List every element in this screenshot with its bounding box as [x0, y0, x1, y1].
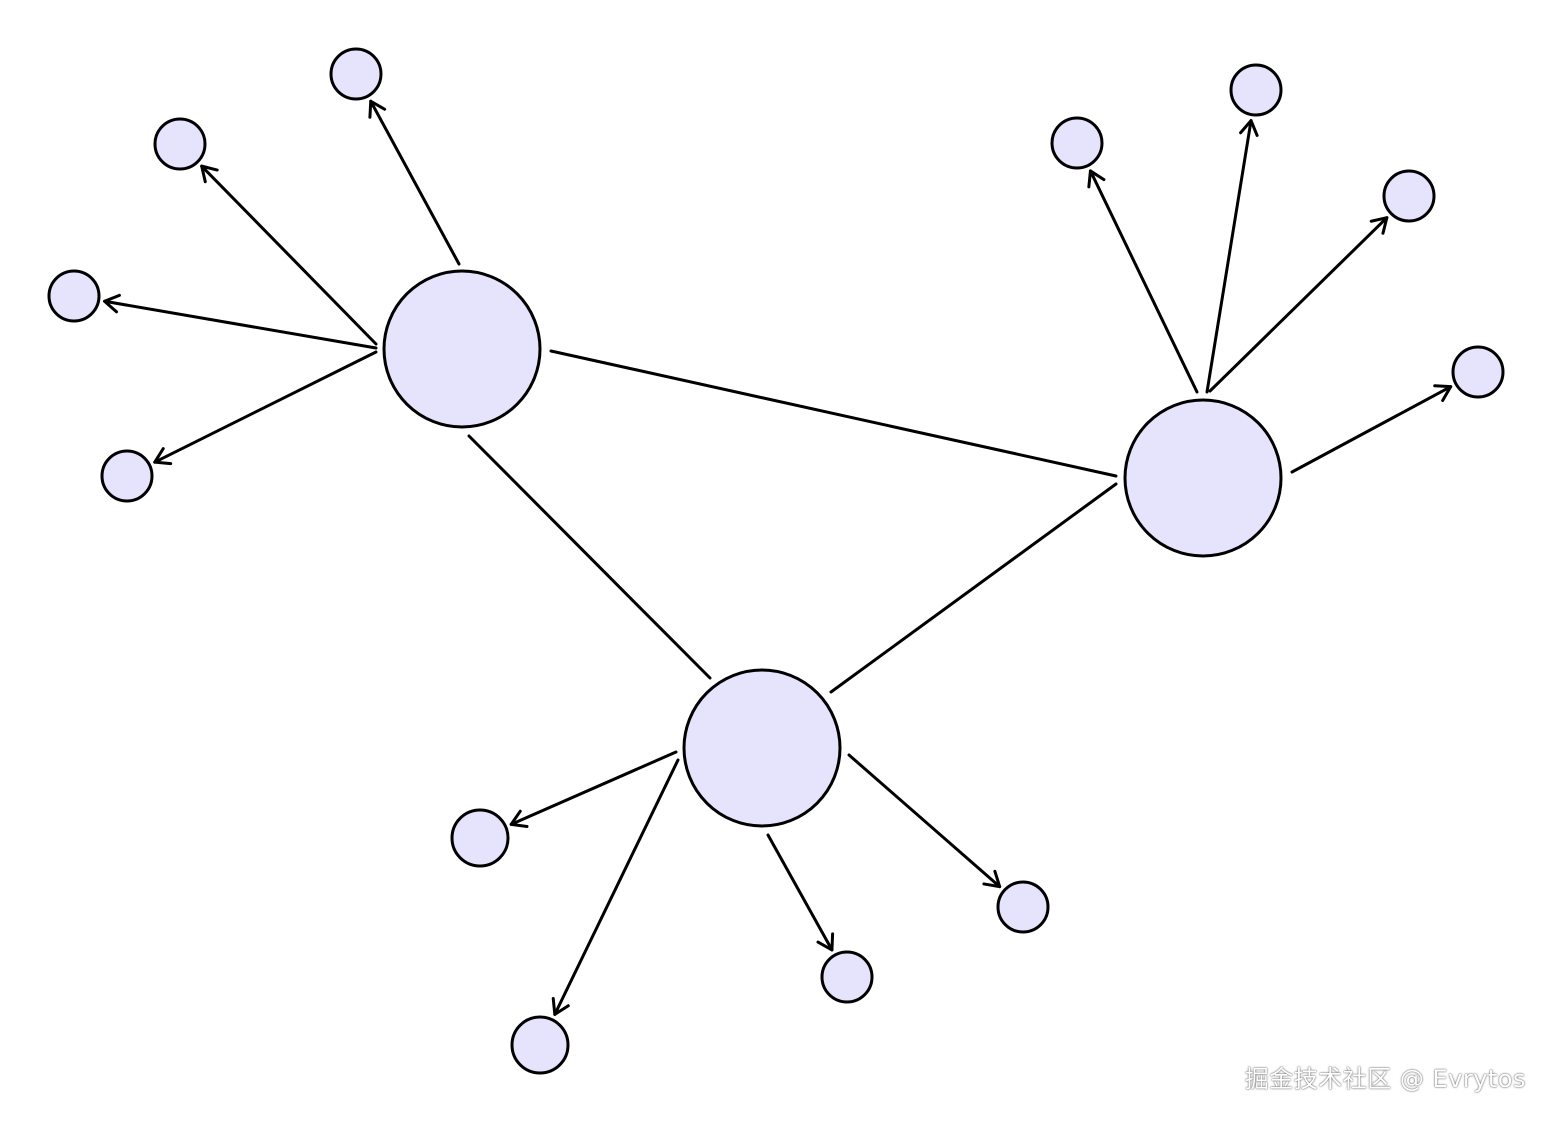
- hub-left-leaf-4: [100, 449, 154, 503]
- link-hub-left-hub-right: [549, 349, 1118, 478]
- arrow-hub-left-leaf-4-arrowhead: [153, 447, 173, 466]
- hub-bottom-node: [682, 668, 842, 828]
- link-hub-left-hub-bottom: [467, 434, 712, 680]
- arrow-hub-left-leaf-1-arrowhead: [368, 99, 387, 119]
- arrow-hub-bottom-leaf-3-shaft: [766, 833, 834, 952]
- arrow-hub-left-leaf-4-shaft: [153, 350, 378, 464]
- nodes-layer: [47, 47, 1505, 1075]
- arrow-hub-bottom-leaf-4-arrowhead: [982, 869, 1002, 889]
- arrow-hub-bottom-leaf-3-arrowhead: [816, 932, 835, 952]
- hub-right-leaf-4: [1451, 345, 1505, 399]
- hub-right-leaf-3: [1382, 169, 1436, 223]
- hub-left-node: [382, 269, 542, 429]
- arrow-hub-left-leaf-2-arrowhead: [200, 164, 219, 184]
- arrow-hub-right-leaf-1-arrowhead: [1087, 169, 1106, 189]
- arrow-hub-right-leaf-4-shaft: [1290, 385, 1453, 474]
- hub-right-node: [1123, 398, 1283, 558]
- arrow-hub-bottom-leaf-1-arrowhead: [509, 809, 529, 829]
- edges-layer: [103, 99, 1453, 1016]
- arrow-hub-left-leaf-1-shaft: [369, 99, 461, 266]
- arrow-hub-right-leaf-4-arrowhead: [1433, 384, 1453, 403]
- arrow-hub-left-leaf-2-shaft: [200, 164, 378, 346]
- arrow-hub-bottom-leaf-2-arrowhead: [551, 996, 570, 1016]
- arrow-hub-left-leaf-3-arrowhead: [103, 293, 121, 314]
- arrow-hub-bottom-leaf-1-shaft: [509, 750, 678, 826]
- hub-left-leaf-2: [153, 117, 207, 171]
- arrow-hub-right-leaf-1-shaft: [1088, 169, 1199, 394]
- hub-bottom-leaf-1: [450, 808, 510, 868]
- arrow-hub-right-leaf-3-arrowhead: [1369, 216, 1389, 235]
- arrow-hub-right-leaf-2-shaft: [1205, 119, 1253, 394]
- arrow-hub-bottom-leaf-2-shaft: [553, 758, 680, 1016]
- watermark: 掘金技术社区 @ Evrytos: [1244, 1065, 1526, 1093]
- hub-bottom-leaf-3: [820, 950, 874, 1004]
- arrow-hub-left-leaf-3-shaft: [103, 299, 378, 350]
- arrow-hub-right-leaf-3-shaft: [1208, 216, 1389, 393]
- hub-left-leaf-1: [329, 47, 383, 101]
- hub-right-leaf-2: [1229, 63, 1283, 117]
- link-hub-right-hub-bottom: [829, 482, 1118, 694]
- hub-bottom-leaf-2: [510, 1015, 570, 1075]
- arrow-hub-bottom-leaf-4-shaft: [847, 753, 1002, 889]
- hub-bottom-leaf-4: [996, 880, 1050, 934]
- hub-left-leaf-3: [47, 269, 101, 323]
- arrow-hub-right-leaf-2-arrowhead: [1239, 119, 1259, 137]
- hub-right-leaf-1: [1050, 116, 1104, 170]
